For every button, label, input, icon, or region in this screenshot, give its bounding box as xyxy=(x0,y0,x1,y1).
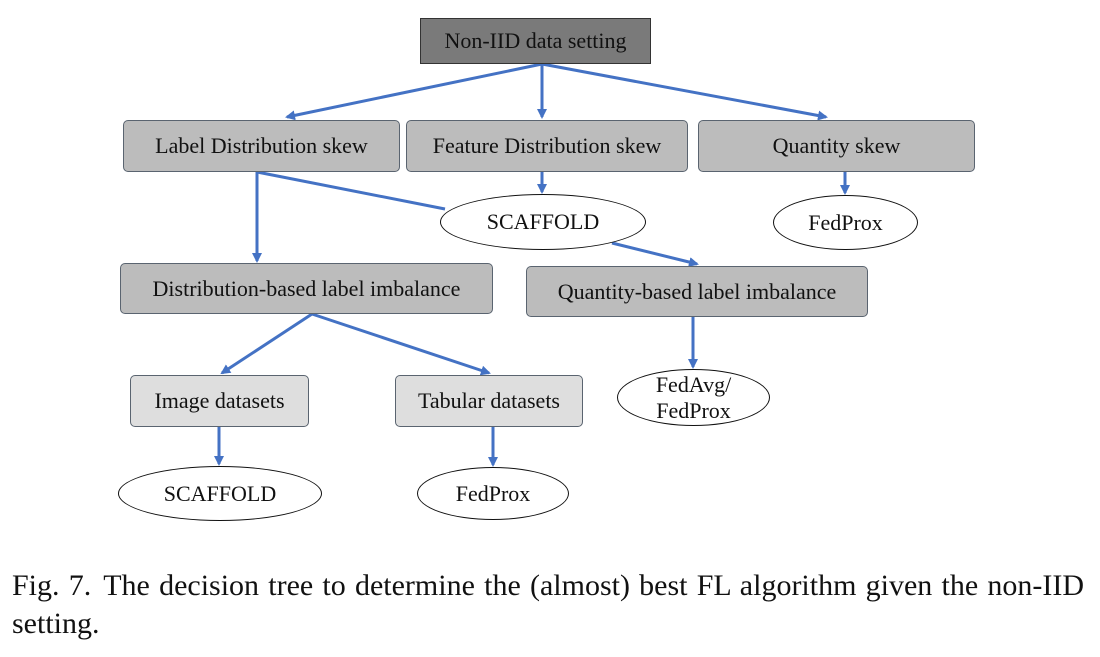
scaffold-mid-leaf: SCAFFOLD xyxy=(440,194,646,250)
edge-root-quantity-skew xyxy=(541,62,828,121)
edge-dist-imbalance-tabular xyxy=(311,312,491,376)
figure-caption-text: The decision tree to determine the (almo… xyxy=(12,569,1084,640)
fedavg-leaf-line2: FedProx xyxy=(656,397,731,423)
edge-root-label-skew xyxy=(285,62,543,121)
figure-number: Fig. 7. xyxy=(12,569,92,602)
tabular-datasets-node: Tabular datasets xyxy=(395,375,583,427)
fedavg-fedprox-leaf: FedAvg/ FedProx xyxy=(617,369,770,426)
decision-tree-diagram: Non-IID data setting Label Distribution … xyxy=(118,18,975,521)
fedprox-right-leaf: FedProx xyxy=(773,195,918,250)
edge-dist-imbalance-image xyxy=(220,312,313,375)
fedavg-leaf-line1: FedAvg/ xyxy=(655,371,732,397)
scaffold-bottom-leaf: SCAFFOLD xyxy=(118,466,322,521)
figure-caption: Fig. 7.The decision tree to determine th… xyxy=(12,567,1084,643)
label-skew-node: Label Distribution skew xyxy=(123,120,400,172)
root-node: Non-IID data setting xyxy=(420,18,651,64)
quantity-skew-node: Quantity skew xyxy=(698,120,975,172)
edge-label-skew-scaffold xyxy=(256,170,446,211)
edge-scaffold-qty-imbalance xyxy=(611,241,699,267)
dist-label-imbalance-node: Distribution-based label imbalance xyxy=(120,263,493,314)
feature-skew-node: Feature Distribution skew xyxy=(406,120,688,172)
image-datasets-node: Image datasets xyxy=(130,375,309,427)
fedprox-bottom-leaf: FedProx xyxy=(417,467,569,520)
qty-label-imbalance-node: Quantity-based label imbalance xyxy=(526,266,868,317)
edges-layer xyxy=(214,62,850,467)
